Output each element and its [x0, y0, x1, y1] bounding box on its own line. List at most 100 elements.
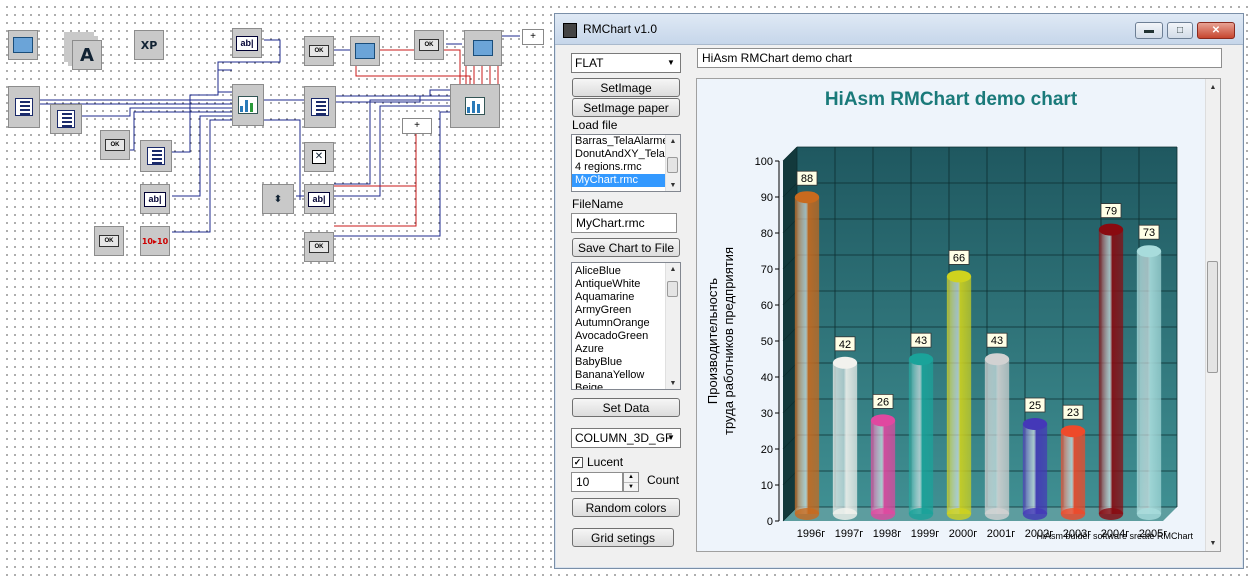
rmchart-component[interactable] — [450, 84, 500, 128]
memo-component[interactable] — [304, 86, 336, 128]
button-component[interactable]: OK — [100, 130, 130, 160]
grid-line — [782, 182, 798, 198]
minimize-button[interactable]: ▬ — [1135, 22, 1163, 39]
color-list-item[interactable]: Aquamarine — [575, 291, 635, 303]
listbox-icon — [15, 98, 33, 116]
colors-scrollbar[interactable]: ▲ ▼ — [665, 263, 680, 389]
data-label: 79 — [1105, 206, 1117, 218]
chart-type-value: COLUMN_3D_GF — [575, 431, 673, 445]
style-combo-value: FLAT — [575, 56, 604, 70]
save-chart-button[interactable]: Save Chart to File — [572, 238, 680, 257]
x-tick-label: 2004г — [1101, 528, 1129, 540]
button-component[interactable]: OK — [94, 226, 124, 256]
bar-base — [908, 508, 934, 520]
label-component[interactable]: A — [72, 40, 102, 70]
hub-node[interactable]: + — [402, 118, 432, 134]
set-data-button[interactable]: Set Data — [572, 398, 680, 417]
lucent-label: Lucent — [587, 455, 624, 469]
listbox-component[interactable] — [8, 86, 40, 128]
data-label: 26 — [877, 396, 889, 408]
color-list-item[interactable]: ArmyGreen — [575, 304, 632, 316]
scroll-thumb[interactable] — [667, 281, 678, 297]
edit-component[interactable]: ab| — [140, 184, 170, 214]
button-component[interactable]: OK — [304, 232, 334, 262]
rmchart-window[interactable]: RMChart v1.0 ▬ □ ✕ FLAT ▼ HiAsm RMChart … — [554, 13, 1244, 569]
updown-component[interactable]: ⬍ — [262, 184, 294, 214]
random-colors-button[interactable]: Random colors — [572, 498, 680, 517]
setimage-button[interactable]: SetImage — [572, 78, 680, 97]
chart-scrollbar[interactable]: ▲ ▼ — [1205, 79, 1220, 551]
mainform-component[interactable] — [350, 36, 380, 66]
scroll-up-icon[interactable]: ▲ — [669, 265, 677, 273]
grid-settings-button[interactable]: Grid setings — [572, 528, 674, 547]
scroll-up-icon[interactable]: ▲ — [669, 137, 677, 145]
scroll-down-icon[interactable]: ▼ — [669, 181, 677, 189]
style-combo[interactable]: FLAT ▼ — [571, 53, 681, 73]
scroll-down-icon[interactable]: ▼ — [669, 379, 677, 387]
button-component[interactable]: OK — [304, 36, 334, 66]
form-component[interactable] — [8, 30, 38, 60]
checkbox-component[interactable]: ✕ — [304, 142, 334, 172]
xp-icon: XP — [140, 38, 158, 52]
data-label-box — [1024, 397, 1046, 413]
edit-icon: ab| — [308, 191, 330, 207]
chart-type-combo[interactable]: COLUMN_3D_GF ▼ — [571, 428, 681, 448]
x-tick-label: 1996г — [797, 528, 825, 540]
listbox-component[interactable] — [50, 104, 82, 134]
color-list-item[interactable]: AntiqueWhite — [575, 278, 641, 290]
filename-edit[interactable]: MyChart.rmc — [571, 213, 677, 233]
bar-base — [832, 508, 858, 520]
scroll-thumb[interactable] — [667, 157, 678, 173]
color-list-item[interactable]: AliceBlue — [575, 265, 621, 277]
caption-edit[interactable]: HiAsm RMChart demo chart — [697, 48, 1222, 68]
rmchart-component[interactable] — [232, 84, 264, 126]
setimage-paper-button[interactable]: SetImage paper — [572, 98, 680, 117]
file-list-item[interactable]: MyChart.rmc — [572, 174, 680, 187]
button-icon: OK — [419, 39, 439, 51]
edit-component[interactable]: ab| — [232, 28, 262, 58]
button-component[interactable]: OK — [414, 30, 444, 60]
bar-top — [794, 191, 820, 204]
add-link-button[interactable]: + — [522, 29, 544, 45]
listbox-icon — [57, 110, 75, 128]
color-list-item[interactable]: AutumnOrange — [575, 317, 650, 329]
file-list-item[interactable]: DonutAndXY_Tela — [575, 148, 665, 160]
edit-component[interactable]: ab| — [304, 184, 334, 214]
chart-svg: HiAsm RMChart demo chart0102030405060708… — [697, 79, 1205, 551]
bar-base — [1136, 508, 1162, 520]
color-list-item[interactable]: Beige — [575, 382, 604, 390]
bar-top — [908, 353, 934, 366]
title-bar[interactable]: RMChart v1.0 ▬ □ ✕ — [555, 14, 1243, 45]
count-updown[interactable]: ▲ ▼ — [623, 472, 639, 492]
color-list-item[interactable]: AvocadoGreen — [575, 330, 649, 342]
file-list-item[interactable]: 4 regions.rmc — [575, 161, 642, 173]
window-icon — [13, 37, 33, 53]
scroll-thumb[interactable] — [1207, 261, 1218, 373]
listbox-component[interactable] — [140, 140, 172, 172]
data-label-box — [1062, 404, 1084, 420]
spin-down-icon[interactable]: ▼ — [628, 484, 634, 490]
y-axis-label: Производительность — [705, 278, 720, 404]
bar — [832, 362, 858, 514]
scheme-editor[interactable]: A XP ab| OK OK + + OK ✕ ab| ⬍ ab| OK 10▸… — [0, 0, 550, 581]
checkbox-icon: ✕ — [312, 150, 326, 164]
scroll-up-icon[interactable]: ▲ — [1209, 83, 1217, 91]
scroll-down-icon[interactable]: ▼ — [1209, 539, 1217, 547]
child-form-component[interactable] — [464, 30, 502, 66]
xp-theme-component[interactable]: XP — [134, 30, 164, 60]
spin-up-icon[interactable]: ▲ — [624, 473, 638, 483]
window-icon — [355, 43, 375, 59]
count-edit[interactable]: 10 — [571, 472, 623, 492]
load-file-scrollbar[interactable]: ▲ ▼ — [665, 135, 680, 191]
maximize-button[interactable]: □ — [1167, 22, 1193, 39]
color-list-item[interactable]: BananaYellow — [575, 369, 645, 381]
color-list-item[interactable]: Azure — [575, 343, 604, 355]
color-list-item[interactable]: BabyBlue — [575, 356, 623, 368]
file-list-item[interactable]: Barras_TelaAlarme — [575, 135, 669, 147]
bar-base — [946, 508, 972, 520]
lucent-checkbox[interactable]: ✓ — [572, 457, 583, 468]
close-button[interactable]: ✕ — [1197, 22, 1235, 39]
trackbar-component[interactable]: 10▸10 — [140, 226, 170, 256]
